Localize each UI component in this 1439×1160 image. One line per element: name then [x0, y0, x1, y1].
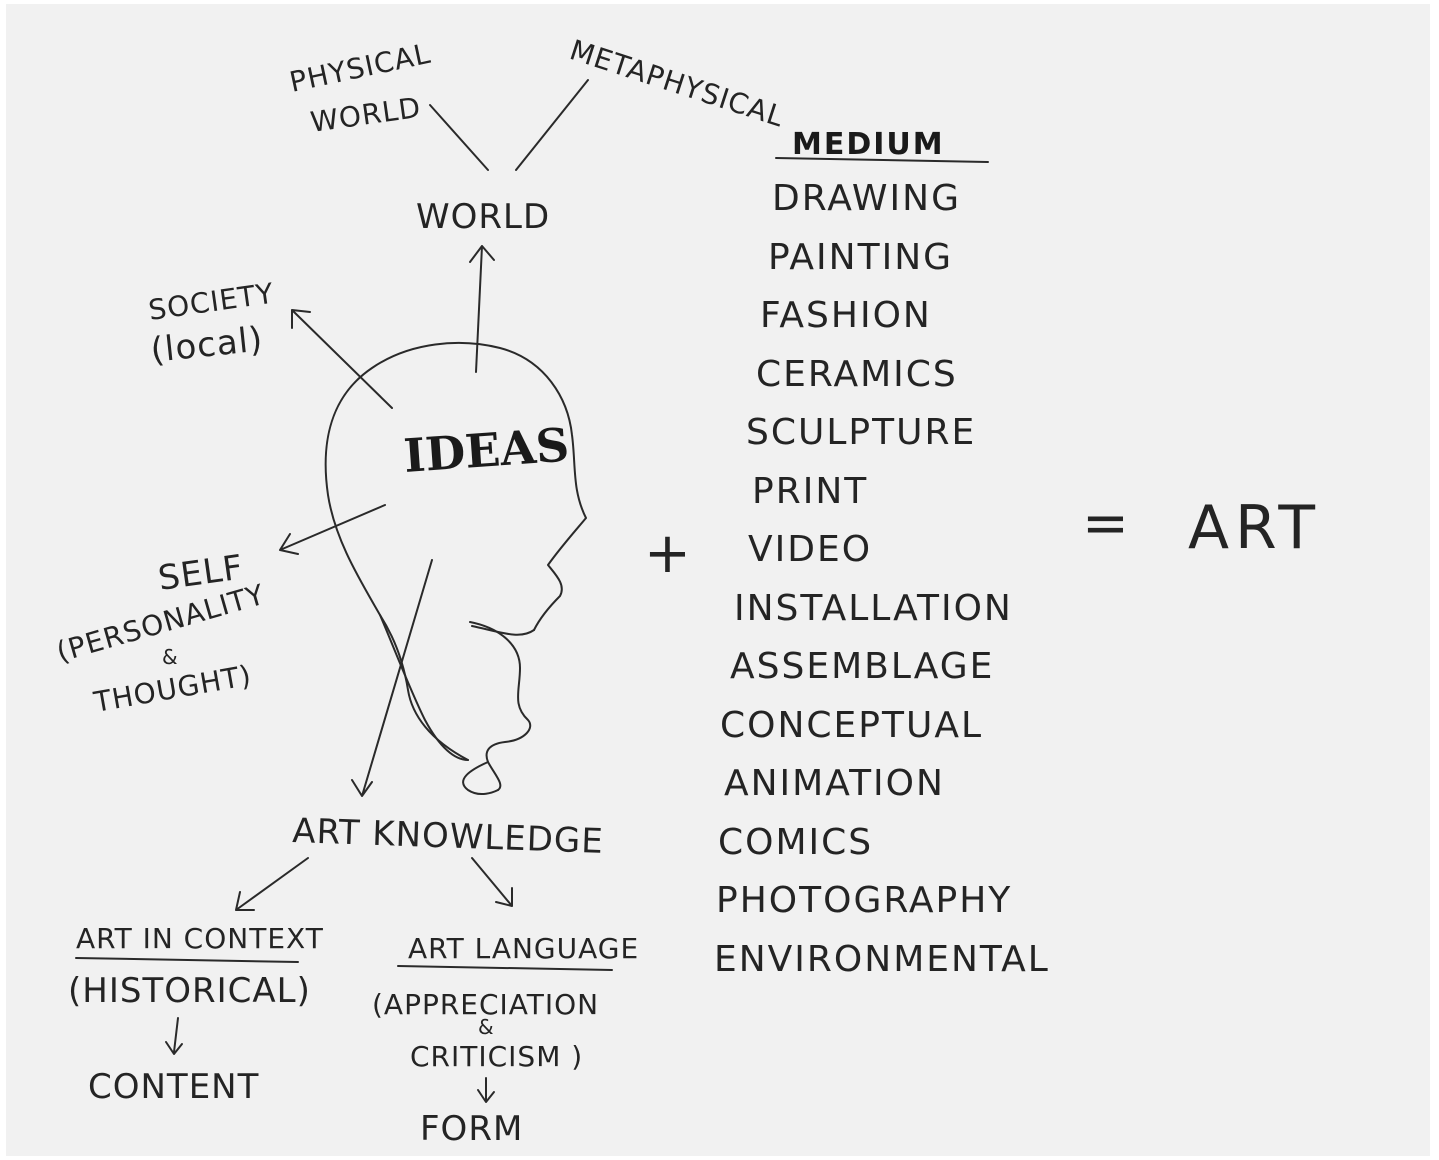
label-art-language: ART LANGUAGE: [408, 932, 639, 965]
label-world: WORLD: [416, 197, 550, 237]
arrow-self: [279, 504, 386, 555]
line-world-metaphysical: [515, 79, 589, 171]
chin-curve: [471, 625, 535, 636]
medium-item: ASSEMBLAGE: [730, 646, 994, 687]
label-content: CONTENT: [88, 1067, 259, 1107]
medium-item: COMICS: [718, 822, 873, 863]
label-form: FORM: [420, 1109, 523, 1149]
label-physical-world: WORLD: [308, 91, 423, 139]
equals-sign: =: [1082, 491, 1129, 556]
medium-item: SCULPTURE: [746, 412, 976, 453]
underline-medium: [775, 157, 989, 163]
medium-item: CERAMICS: [756, 354, 958, 395]
neck-line: [379, 614, 469, 761]
label-art-knowledge: ART KNOWLEDGE: [292, 811, 605, 862]
label-art-language-amp: &: [478, 1015, 495, 1039]
label-physical: PHYSICAL: [287, 37, 434, 99]
medium-item: ANIMATION: [724, 763, 945, 804]
label-ideas: IDEAS: [402, 418, 571, 483]
medium-item: PRINT: [752, 471, 868, 512]
label-art-in-context: ART IN CONTEXT: [76, 922, 324, 955]
arrow-art-knowledge: [351, 559, 433, 797]
head-outline: [324, 341, 587, 761]
line-world-physical: [429, 104, 489, 171]
medium-item: DRAWING: [772, 178, 961, 219]
medium-list: DRAWING PAINTING FASHION CERAMICS SCULPTURE P…: [714, 178, 1050, 980]
plus-sign: +: [644, 521, 691, 586]
label-society-local: (local): [149, 319, 265, 371]
jaw-detail: [462, 761, 499, 796]
medium-item: ENVIRONMENTAL: [714, 939, 1050, 980]
label-historical: (HISTORICAL): [68, 971, 311, 1011]
label-art: ART: [1188, 493, 1321, 563]
label-self-amp: &: [162, 645, 179, 669]
medium-item: INSTALLATION: [734, 588, 1013, 629]
paper-background: [6, 4, 1430, 1156]
arrow-content: [165, 1017, 183, 1055]
arrow-form: [477, 1077, 495, 1103]
medium-item: PAINTING: [768, 237, 953, 278]
label-criticism: CRITICISM ): [410, 1040, 583, 1073]
arrow-art-in-context: [235, 857, 309, 911]
medium-item: VIDEO: [748, 529, 872, 570]
medium-item: FASHION: [760, 295, 932, 336]
medium-heading: MEDIUM: [792, 127, 945, 162]
chin-line: [469, 621, 532, 791]
underline-art-language: [397, 965, 613, 971]
underline-art-in-context: [75, 957, 299, 963]
arrow-world: [469, 245, 495, 373]
arrow-society: [291, 309, 393, 409]
medium-item: CONCEPTUAL: [720, 705, 983, 746]
label-appreciation: (APPRECIATION: [372, 988, 599, 1021]
label-metaphysical: METAPHYSICAL: [566, 33, 789, 133]
medium-item: PHOTOGRAPHY: [716, 880, 1012, 921]
arrow-art-language: [471, 857, 513, 907]
